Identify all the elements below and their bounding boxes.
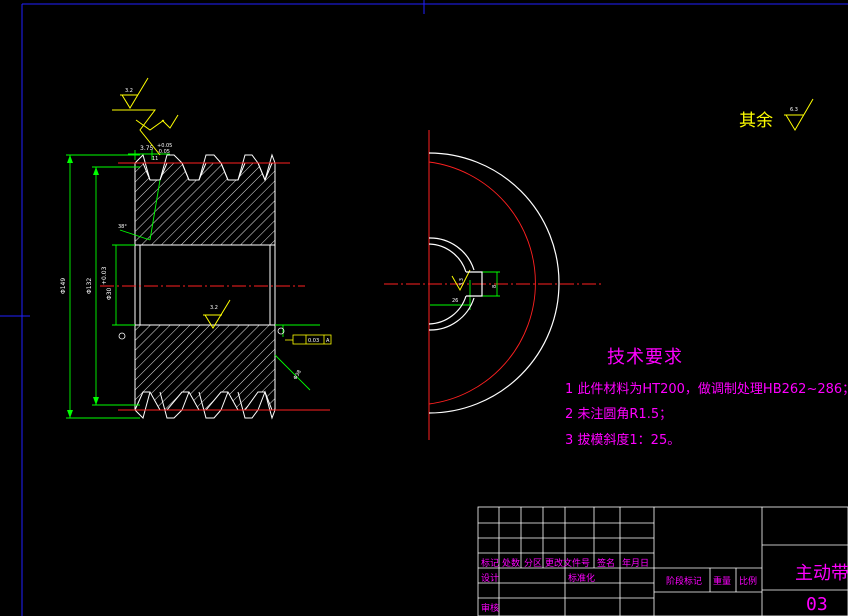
tech-requirement-3: 3 拔模斜度1：25。 bbox=[565, 433, 681, 448]
dim-pitch-dia: Φ132 bbox=[86, 278, 93, 294]
runout-ref: A bbox=[326, 338, 330, 344]
dim-tol-upper: +0.05 bbox=[157, 143, 172, 149]
tb-header-signature: 签名 bbox=[597, 559, 616, 569]
dim-key-width: 8 bbox=[492, 285, 498, 288]
tb-part-name: 主动带轮 bbox=[795, 563, 848, 584]
dim-bore-dia: Φ30 bbox=[106, 287, 113, 300]
tb-header-mark: 标记 bbox=[481, 559, 500, 569]
tb-stage-mark: 阶段标记 bbox=[666, 577, 703, 587]
finish-symbol-top bbox=[120, 77, 149, 109]
tb-review: 审核 bbox=[481, 604, 500, 614]
dim-groove-width: 3.75 bbox=[140, 145, 154, 152]
tb-standardize: 标准化 bbox=[568, 574, 596, 584]
dim-hub: Φ38 bbox=[293, 369, 303, 381]
finish-symbol-hub bbox=[112, 109, 179, 156]
tb-drawing-number: 03 bbox=[806, 594, 828, 615]
finish-symbol-rest bbox=[784, 98, 814, 131]
dim-key-h: 3.3 bbox=[459, 278, 465, 286]
tech-requirement-2: 2 未注圆角R1.5； bbox=[565, 407, 673, 422]
pulley-section-view bbox=[134, 153, 276, 420]
tb-weight: 重量 bbox=[713, 577, 732, 587]
pulley-end-view bbox=[428, 152, 560, 414]
finish-top-value: 3.2 bbox=[125, 88, 133, 94]
runout-value: 0.03 bbox=[308, 338, 319, 344]
dim-key-depth: 26 bbox=[452, 298, 458, 304]
dim-tol-lower: -0.05 bbox=[157, 149, 170, 155]
runout-tolerance-frame bbox=[118, 327, 332, 345]
finish-rest-label: 其余 bbox=[739, 111, 773, 131]
arrow-icon bbox=[67, 155, 73, 163]
finish-symbol-bore bbox=[203, 299, 231, 329]
tb-header-change-doc: 更改文件号 bbox=[545, 559, 591, 569]
tech-requirements-title: 技术要求 bbox=[607, 347, 683, 368]
tb-header-count: 处数 bbox=[502, 559, 521, 569]
dim-angle: 38° bbox=[118, 224, 127, 230]
lower-section-hatch bbox=[134, 324, 276, 411]
tech-requirement-1: 1 此件材料为HT200，做调制处理HB262~286； bbox=[565, 382, 848, 397]
tb-header-date: 年月日 bbox=[622, 559, 650, 569]
arrow-icon bbox=[93, 167, 99, 175]
dim-outer-dia: Φ149 bbox=[60, 278, 67, 294]
tb-scale: 比例 bbox=[739, 577, 758, 587]
bore-outline bbox=[134, 244, 276, 326]
tb-design: 设计 bbox=[481, 574, 500, 584]
arrow-icon bbox=[93, 397, 99, 405]
centerlines bbox=[100, 130, 604, 440]
finish-bore-value: 3.2 bbox=[210, 305, 218, 311]
finish-symbol-keyway bbox=[451, 269, 471, 292]
arrow-icon bbox=[67, 410, 73, 418]
finish-rest-value: 6.3 bbox=[790, 107, 798, 113]
tb-header-zone: 分区 bbox=[524, 559, 543, 569]
dim-groove-depth: 11 bbox=[152, 156, 158, 162]
dim-bore-tol: +0.03 bbox=[101, 266, 108, 285]
title-block bbox=[477, 506, 848, 616]
